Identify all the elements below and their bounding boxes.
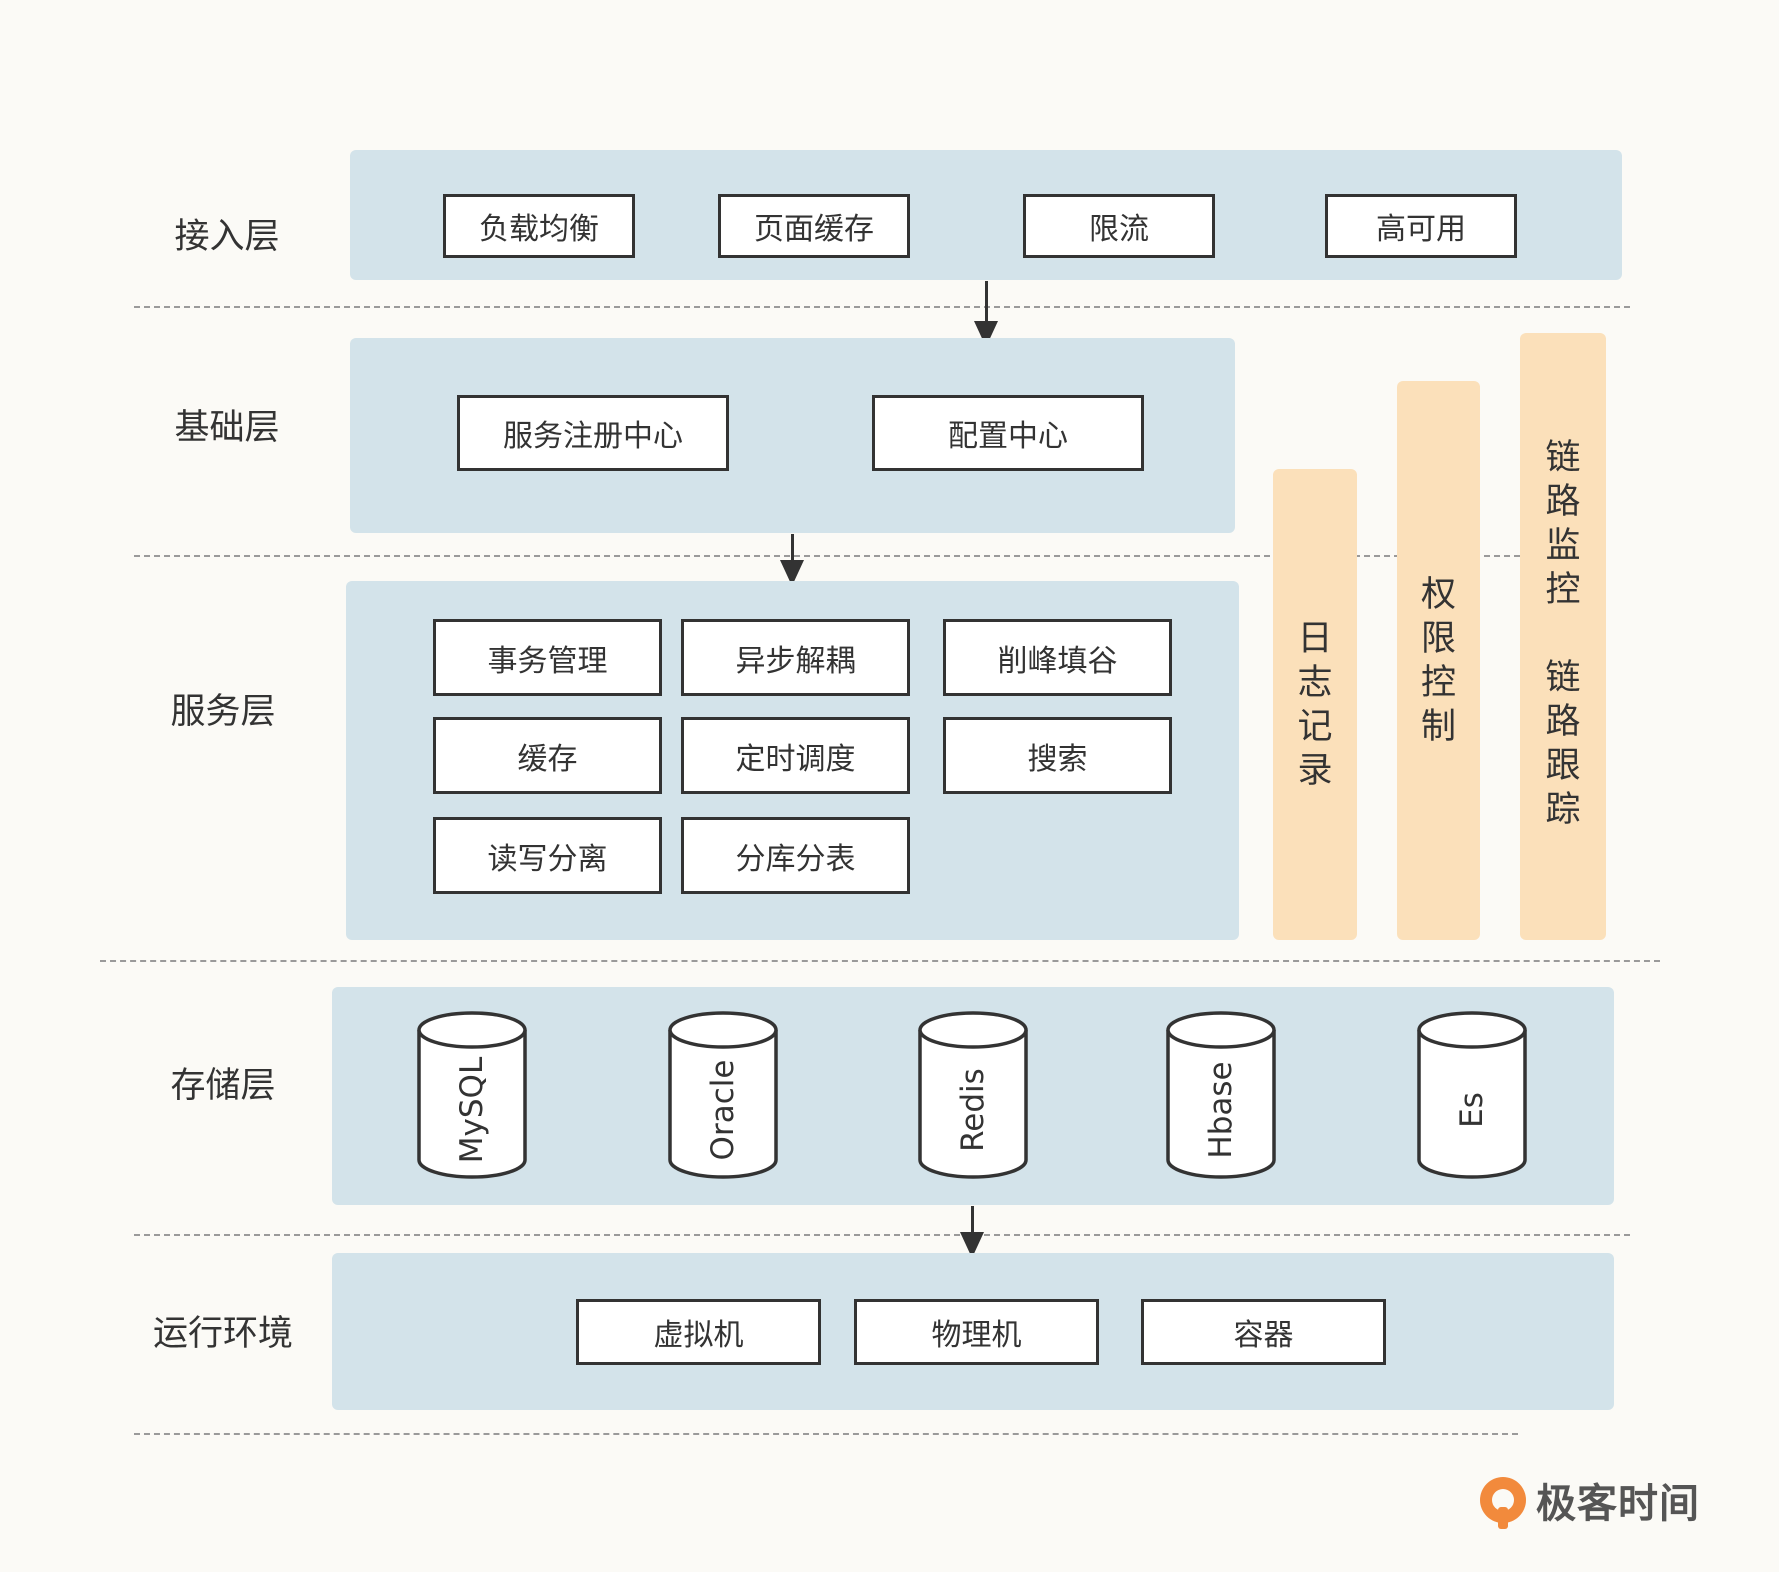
arrow-storage-to-runtime: [960, 1206, 984, 1258]
service-item-async-decouple: 异步解耦: [681, 619, 910, 696]
base-item-service-registry: 服务注册中心: [457, 395, 729, 471]
access-item-load-balance: 负载均衡: [443, 194, 635, 258]
service-item-cache: 缓存: [433, 717, 662, 794]
cylinder-icon: [668, 1011, 778, 1179]
layer-divider: [134, 306, 1630, 308]
pillar-char: 路: [1545, 482, 1581, 522]
database-label: Es: [1454, 1092, 1490, 1128]
layer-label-storage: 存储层: [170, 1066, 276, 1106]
service-item-sharding: 分库分表: [681, 817, 910, 894]
runtime-item-physical-machine: 物理机: [854, 1299, 1099, 1365]
database-cylinder-oracle: Oracle: [667, 1010, 779, 1180]
service-item-peak-shaving: 削峰填谷: [943, 619, 1172, 696]
layer-divider: [100, 960, 1660, 962]
cylinder-icon: [417, 1011, 527, 1179]
database-label: Hbase: [1203, 1061, 1239, 1159]
pillar-trace-monitoring: 链 路 监 控 链 路 跟 踪: [1520, 333, 1606, 940]
geektime-logo-icon: [1480, 1477, 1526, 1529]
pillar-char: 链: [1545, 658, 1581, 698]
layer-label-service: 服务层: [170, 692, 276, 732]
cylinder-icon: [1166, 1011, 1276, 1179]
cylinder-icon: [1417, 1011, 1527, 1179]
pillar-char: 录: [1297, 750, 1333, 791]
runtime-item-container: 容器: [1141, 1299, 1386, 1365]
database-label: MySQL: [454, 1056, 490, 1164]
pillar-char: 记: [1297, 706, 1333, 747]
layer-label-base: 基础层: [174, 408, 280, 448]
database-label: Redis: [955, 1068, 991, 1152]
access-item-rate-limit: 限流: [1023, 194, 1215, 258]
pillar-logging: 日 志 记 录: [1273, 469, 1357, 940]
geektime-logo: 极客时间: [1480, 1468, 1700, 1532]
runtime-item-virtual-machine: 虚拟机: [576, 1299, 821, 1365]
pillar-char: 链: [1545, 438, 1581, 478]
service-item-search: 搜索: [943, 717, 1172, 794]
database-label: Oracle: [705, 1059, 741, 1161]
logo-text: 极客时间: [1536, 1481, 1700, 1527]
service-item-transaction: 事务管理: [433, 619, 662, 696]
layer-label-access: 接入层: [174, 217, 280, 257]
pillar-char: 志: [1297, 662, 1333, 703]
access-item-page-cache: 页面缓存: [718, 194, 910, 258]
database-cylinder-redis: Redis: [917, 1010, 1029, 1180]
layer-divider: [134, 1234, 1630, 1236]
database-cylinder-hbase: Hbase: [1165, 1010, 1277, 1180]
access-item-high-availability: 高可用: [1325, 194, 1517, 258]
pillar-char: 控: [1545, 570, 1581, 610]
pillar-char: 跟: [1545, 746, 1581, 786]
database-cylinder-es: Es: [1416, 1010, 1528, 1180]
pillar-char: 踪: [1545, 790, 1581, 830]
base-item-config-center: 配置中心: [872, 395, 1144, 471]
layer-divider: [134, 555, 1550, 557]
pillar-char: 限: [1420, 618, 1456, 659]
layer-divider: [134, 1433, 1518, 1435]
pillar-char: 路: [1545, 702, 1581, 742]
arrow-base-to-service: [780, 534, 804, 586]
pillar-permission-control: 权 限 控 制: [1397, 381, 1480, 940]
pillar-char: 监: [1545, 526, 1581, 566]
pillar-char: 日: [1297, 618, 1333, 659]
pillar-char: 权: [1420, 574, 1456, 615]
pillar-char: 控: [1420, 662, 1456, 703]
database-cylinder-mysql: MySQL: [416, 1010, 528, 1180]
cylinder-icon: [918, 1011, 1028, 1179]
service-item-scheduler: 定时调度: [681, 717, 910, 794]
service-item-read-write-split: 读写分离: [433, 817, 662, 894]
pillar-char: 制: [1420, 706, 1456, 747]
layer-label-runtime: 运行环境: [152, 1314, 293, 1354]
